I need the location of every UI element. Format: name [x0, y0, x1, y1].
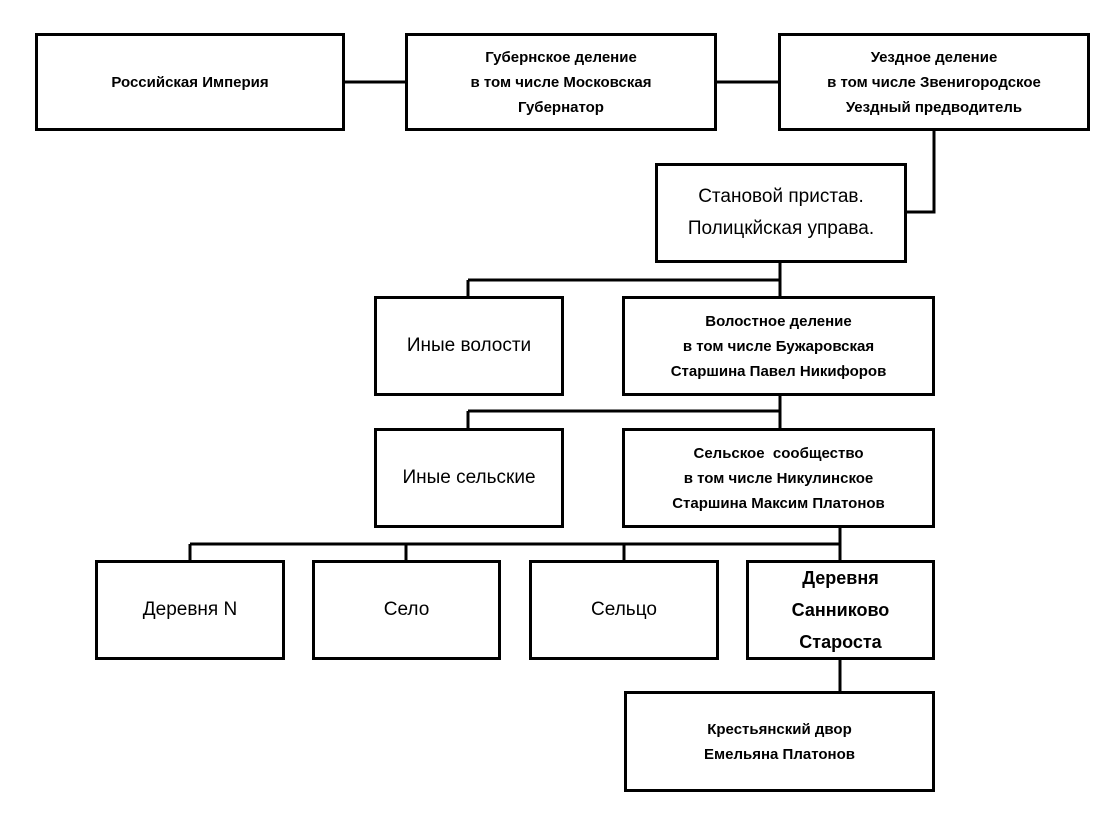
node-line: Полицкйская управа. [687, 218, 875, 239]
connector-uyezd-police [907, 131, 936, 214]
node-line: Российская Империя [111, 73, 269, 91]
node-village-n: Деревня N [95, 560, 285, 660]
node-line: в том числе Московская [470, 73, 652, 91]
node-line: Губернатор [518, 98, 604, 116]
node-line: Староста [799, 632, 882, 652]
node-line: Старшина Павел Никифоров [670, 362, 887, 380]
node-russian-empire: Российская Империя [35, 33, 345, 131]
node-line: Волостное деление [705, 312, 852, 330]
node-sannikovo-village: Деревня Санниково Староста [746, 560, 935, 660]
node-other-volosts: Иные волости [374, 296, 564, 396]
node-line: в том числе Бужаровская [682, 337, 875, 355]
node-rural-community: Сельское сообщество в том числе Никулинс… [622, 428, 935, 528]
node-other-rural: Иные сельские [374, 428, 564, 528]
node-province: Губернское деление в том числе Московска… [405, 33, 717, 131]
node-line: Сельское сообщество [693, 444, 864, 462]
node-line: Губернское деление [485, 48, 637, 66]
node-line: Иные волости [406, 335, 532, 356]
node-line: Уездный предводитель [845, 98, 1023, 116]
node-line: Сельцо [591, 599, 657, 620]
node-selo: Село [312, 560, 501, 660]
node-line: Емельяна Платонов [704, 745, 855, 763]
node-line: Крестьянский двор [707, 720, 852, 738]
node-peasant-household: Крестьянский двор Емельяна Платонов [624, 691, 935, 792]
node-line: в том числе Звенигородское [827, 73, 1041, 91]
node-line: Деревня N [142, 599, 238, 620]
node-seltso: Сельцо [529, 560, 719, 660]
node-volost: Волостное деление в том числе Бужаровска… [622, 296, 935, 396]
node-line: Уездное деление [870, 48, 998, 66]
node-line: Иные сельские [402, 467, 536, 488]
node-line: Санниково [791, 600, 890, 620]
node-line: Становой пристав. [698, 186, 864, 207]
node-uyezd: Уездное деление в том числе Звенигородск… [778, 33, 1090, 131]
node-line: Село [383, 599, 430, 620]
node-line: в том числе Никулинское [683, 469, 874, 487]
node-line: Старшина Максим Платонов [672, 494, 885, 512]
node-police-administration: Становой пристав. Полицкйская управа. [655, 163, 907, 263]
node-line: Деревня [802, 568, 879, 588]
